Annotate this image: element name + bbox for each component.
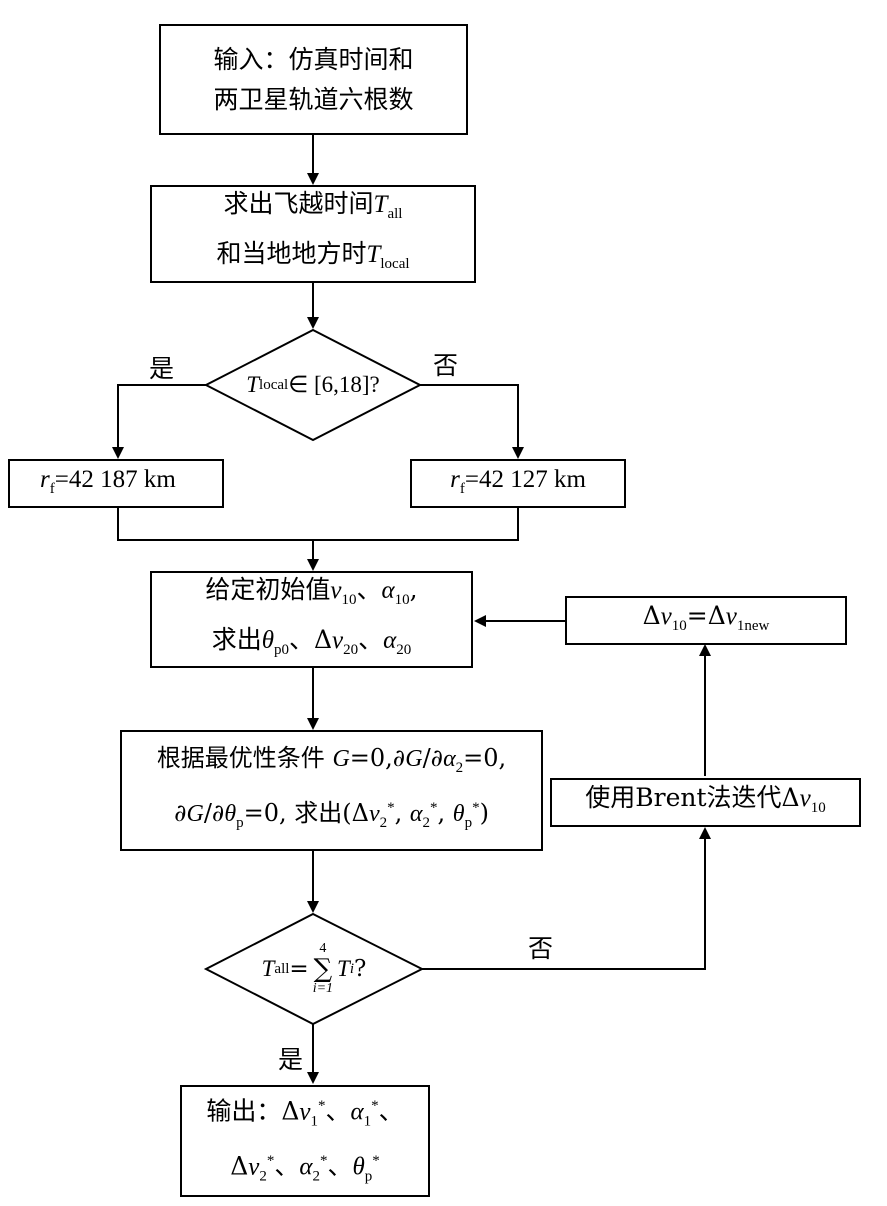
decision1-diamond xyxy=(203,328,423,442)
update-box: Δv10=Δv1new xyxy=(565,596,847,645)
arrow-no-branch xyxy=(420,384,524,459)
init-line1: 给定初始值v10、α10, xyxy=(205,574,418,608)
arrow-no2-to-brent xyxy=(422,827,711,970)
flyby-box: 求出飞越时间Tall 和当地地方时Tlocal xyxy=(150,185,476,283)
output-box: 输出：Δv1*、α1*、 Δv2*、α2*、θp* xyxy=(180,1085,430,1197)
rf-left-box: rf=42 187 km xyxy=(8,459,224,508)
input-line2: 两卫星轨道六根数 xyxy=(213,84,414,114)
optimal-line2: ∂G/∂θp=0, 求出(Δv2*, α2*, θp*) xyxy=(174,799,489,831)
label-no-2: 否 xyxy=(528,934,554,963)
label-no-1: 否 xyxy=(433,351,459,380)
output-line2: Δv2*、α2*、θp* xyxy=(230,1151,380,1185)
input-box: 输入：仿真时间和 两卫星轨道六根数 xyxy=(159,24,468,135)
rf-right-box: rf=42 127 km xyxy=(410,459,626,508)
init-box: 给定初始值v10、α10, 求出θp0、Δv20、α20 xyxy=(150,571,473,668)
arrow-yes-branch xyxy=(112,384,206,459)
line-merge-left xyxy=(117,508,519,541)
label-yes-1: 是 xyxy=(149,354,175,383)
flyby-line1: 求出飞越时间Tall xyxy=(223,189,403,222)
optimal-line1: 根据最优性条件 G=0,∂G/∂α2=0, xyxy=(156,744,507,776)
input-line1: 输入：仿真时间和 xyxy=(213,44,414,74)
init-line2: 求出θp0、Δv20、α20 xyxy=(211,624,412,658)
summation-symbol: 4 ∑ i=1 xyxy=(312,941,334,996)
label-yes-2: 是 xyxy=(278,1045,304,1074)
flyby-line2: 和当地地方时Tlocal xyxy=(216,239,410,272)
brent-box: 使用Brent法迭代Δv10 xyxy=(550,778,861,827)
output-line1: 输出：Δv1*、α1*、 xyxy=(206,1096,404,1129)
optimal-box: 根据最优性条件 G=0,∂G/∂α2=0, ∂G/∂θp=0, 求出(Δv2*,… xyxy=(120,730,543,851)
